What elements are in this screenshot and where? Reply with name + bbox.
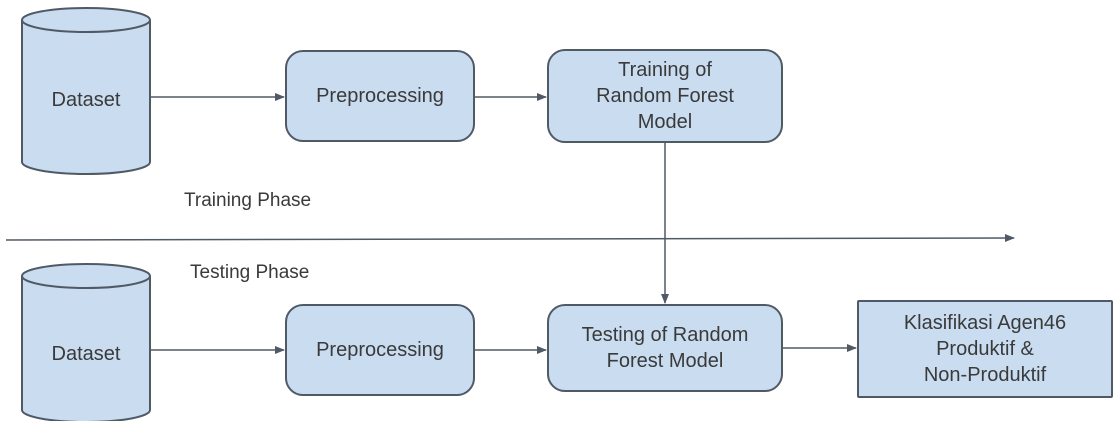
training-preprocessing-box: Preprocessing (285, 50, 475, 142)
phase-divider-arrow (5, 234, 1015, 243)
training-preprocessing-label: Preprocessing (316, 85, 444, 107)
testing-dataset-label: Dataset (51, 342, 121, 365)
classification-output-label: Klasifikasi Agen46 Produktif & Non-Produ… (903, 312, 1067, 386)
testing-model-label: Testing of Random Forest Model (581, 324, 749, 372)
training-model-label: Training of Random Forest Model (596, 59, 734, 133)
testing-preprocessing-label: Preprocessing (316, 339, 444, 361)
testing-preprocessing-box: Preprocessing (285, 304, 475, 396)
testing-model-box: Testing of Random Forest Model (547, 304, 783, 392)
training-dataset-label: Dataset (51, 88, 121, 111)
classification-output-box: Klasifikasi Agen46 Produktif & Non-Produ… (857, 300, 1113, 398)
training-dataset-cylinder (21, 7, 151, 175)
training-phase-label: Training Phase (184, 190, 312, 211)
training-model-box: Training of Random Forest Model (547, 49, 783, 143)
testing-phase-label: Testing Phase (190, 262, 310, 283)
testing-dataset-cylinder (21, 263, 151, 421)
